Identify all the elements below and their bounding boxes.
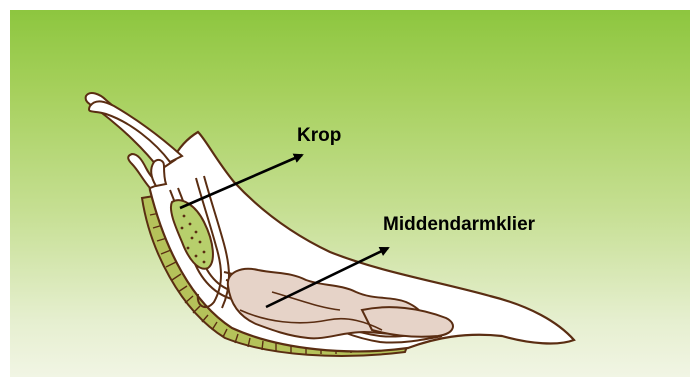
krop-label: Krop (297, 125, 341, 147)
middendarmklier-label: Middendarmklier (383, 214, 535, 236)
diagram-panel: Krop Middendarmklier (10, 10, 690, 377)
snail-anatomy-illustration (10, 10, 690, 377)
